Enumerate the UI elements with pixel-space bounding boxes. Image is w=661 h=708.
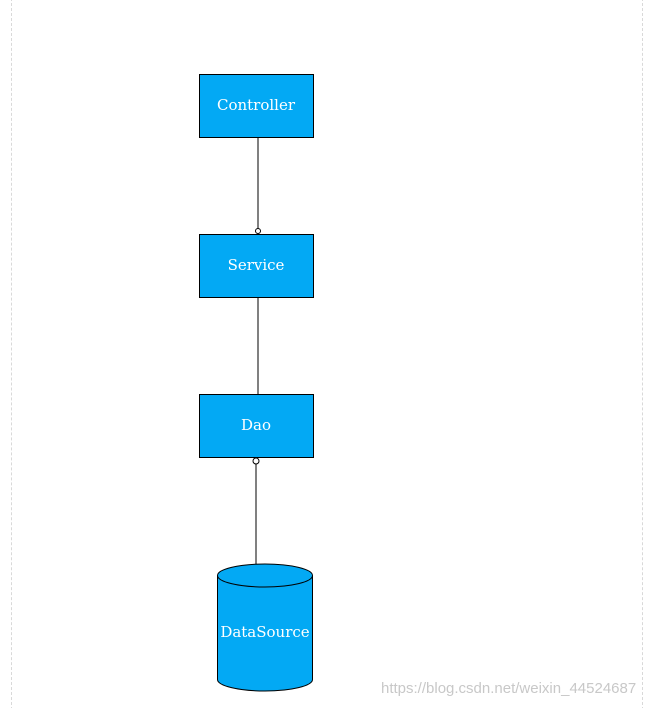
database-cylinder-icon — [217, 563, 313, 692]
watermark: https://blog.csdn.net/weixin_44524687 — [381, 680, 637, 697]
node-datasource-label: DataSource — [220, 623, 309, 641]
database-cylinder-rim — [217, 575, 313, 588]
page-boundary-left — [11, 0, 12, 708]
edge-endpoint-dao — [252, 457, 260, 465]
node-service[interactable]: Service — [199, 234, 314, 298]
edge-endpoint-service — [255, 228, 261, 234]
node-service-box — [199, 234, 314, 298]
node-service-label: Service — [228, 256, 285, 274]
node-dao[interactable]: Dao — [199, 394, 314, 458]
node-controller-label: Controller — [217, 96, 296, 114]
node-controller-box — [199, 74, 314, 138]
node-dao-box — [199, 394, 314, 458]
page-boundary-right — [642, 0, 643, 708]
node-datasource[interactable]: DataSource — [217, 563, 313, 692]
node-dao-label: Dao — [241, 416, 271, 434]
node-controller[interactable]: Controller — [199, 74, 314, 138]
